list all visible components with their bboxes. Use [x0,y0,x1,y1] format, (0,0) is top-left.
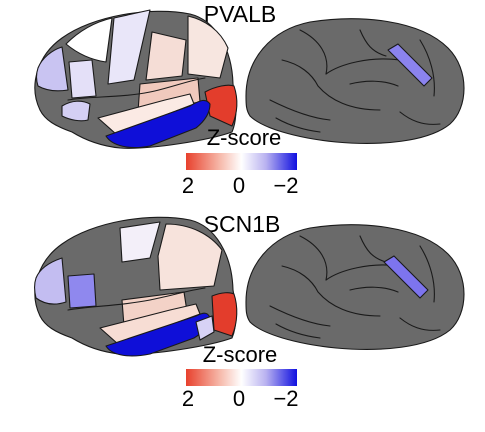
region-precentral [107,9,151,85]
region-caudal-frontal [35,46,69,92]
region-precentral [119,221,161,263]
colorbar-tick-neg: −2 [273,173,298,198]
sylvian-fissure [67,77,206,101]
region-temporal-pole [195,315,215,341]
colorbar-tick-neg: −2 [273,386,298,411]
panel-pvalb: PVALB Z-score 2 0 [34,1,465,198]
colorbar-gradient [186,369,297,386]
colorbar-title: Z-score [207,125,282,150]
region-isthmus-cingulate [387,43,433,87]
region-pars-orbitalis [61,100,91,122]
colorbar-tick-zero: 0 [233,386,245,411]
lateral-hemisphere [34,9,238,149]
medial-sulci [269,235,441,339]
colorbar-gradient [186,153,297,170]
region-caudal-frontal [33,257,67,305]
panel-scn1b: SCN1B [33,211,465,411]
region-superior-frontal [65,17,113,63]
colorbar-tick-pos: 2 [182,173,194,198]
region-pars-region [68,59,97,99]
region-superior-temporal [97,93,195,135]
colorbar-tick-pos: 2 [182,386,194,411]
region-isthmus-cingulate [383,255,429,299]
lateral-hemisphere [33,216,238,357]
region-supramarginal [157,223,223,291]
region-lateral-occipital [204,84,238,127]
colorbar-tick-zero: 0 [233,173,245,198]
region-superior-temporal [99,303,201,345]
colorbar: Z-score 2 0 −2 [182,342,299,411]
colorbar: Z-score 2 0 −2 [182,125,299,198]
region-pars-region [67,273,97,309]
region-lateral-occipital [211,292,238,337]
sylvian-fissure [67,287,206,311]
medial-hemisphere [245,18,465,144]
region-middle-temporal [105,99,211,149]
colorbar-title: Z-score [203,342,278,367]
medial-hemisphere [245,224,465,350]
region-postcentral [145,31,187,81]
panel-title: PVALB [204,1,276,27]
region-supramarginal [187,15,229,79]
medial-surface [245,224,465,350]
medial-surface [245,18,465,144]
medial-sulci [269,29,441,133]
panel-title: SCN1B [204,211,281,237]
